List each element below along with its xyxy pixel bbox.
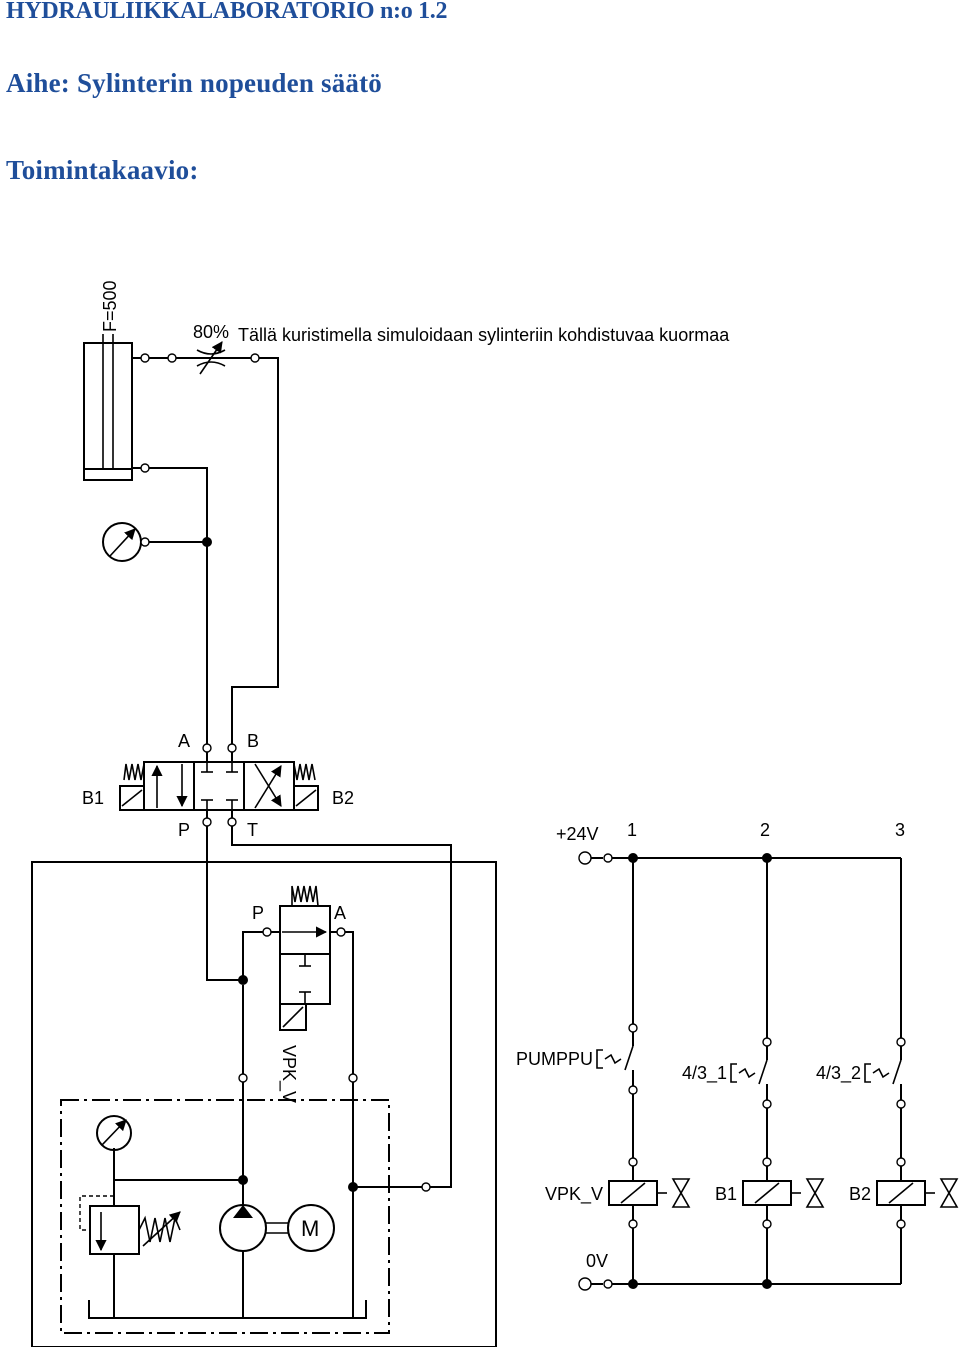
switch-contact-icon [864, 1059, 902, 1100]
coil-label: B2 [849, 1184, 871, 1204]
document-subject: Aihe: Sylinterin nopeuden säätö [6, 68, 382, 98]
directional-valve-4-3: A B P T B1 B2 [82, 731, 354, 840]
ground-label: 0V [586, 1251, 608, 1271]
unloading-valve: P A VPK_V [242, 885, 354, 1187]
pressure-gauge-icon [102, 522, 207, 562]
ladder-rung: 4/3_1B1 [682, 853, 825, 1289]
rung-label-3: 3 [895, 820, 905, 840]
hydraulic-pump-icon [219, 1204, 289, 1318]
valve-port-t-label: T [247, 820, 258, 840]
load-throttle-valve: 80% Tällä kuristimella simuloidaan sylin… [149, 322, 730, 375]
unload-valve-name-label: VPK_V [278, 1045, 299, 1103]
switch-label: 4/3_2 [816, 1063, 861, 1084]
unload-port-p-label: P [252, 903, 264, 923]
rung-label-1: 1 [627, 820, 637, 840]
pressure-relief-valve [79, 1180, 181, 1318]
document-title: HYDRAULIIKKALABORATORIO n:o 1.2 [6, 0, 448, 24]
ladder-rung: PUMPPU VPK_V [516, 853, 691, 1289]
rung-label-2: 2 [760, 820, 770, 840]
valve-port-a-label: A [178, 731, 190, 751]
coil-label: B1 [715, 1184, 737, 1204]
hydraulic-cylinder: F=500 [83, 280, 150, 481]
valve-solenoid-b2-label: B2 [332, 788, 354, 808]
valve-port-b-label: B [247, 731, 259, 751]
motor-symbol-label: M [301, 1216, 319, 1241]
throttle-setting-label: 80% [193, 322, 229, 342]
valve-port-p-label: P [178, 820, 190, 840]
switch-contact-icon [730, 1059, 768, 1100]
throttle-note: Tällä kuristimella simuloidaan sylinteri… [238, 325, 730, 345]
switch-label: 4/3_1 [682, 1063, 727, 1084]
tank-icon [88, 1300, 367, 1319]
switch-contact-icon [596, 1045, 634, 1086]
ladder-rung: 4/3_2B2 [816, 858, 959, 1284]
valve-solenoid-b1-label: B1 [82, 788, 104, 808]
relay-coil-icon [742, 1178, 825, 1208]
power-unit-enclosure [31, 861, 497, 1347]
hydraulic-circuit: F=500 80% Tällä kuristimella simuloidaan… [31, 280, 730, 1347]
relay-coil-icon [608, 1178, 691, 1208]
unload-port-a-label: A [334, 903, 346, 923]
pressure-gauge-icon [96, 1115, 132, 1151]
cylinder-force-label: F=500 [100, 280, 120, 332]
pump-unit-boundary [60, 1099, 390, 1334]
relay-coil-icon [876, 1178, 959, 1208]
coil-label: VPK_V [545, 1184, 603, 1205]
electric-motor-icon: M [287, 1204, 335, 1252]
section-heading: Toimintakaavio: [6, 155, 199, 185]
switch-label: PUMPPU [516, 1049, 593, 1069]
supply-label: +24V [556, 824, 599, 844]
